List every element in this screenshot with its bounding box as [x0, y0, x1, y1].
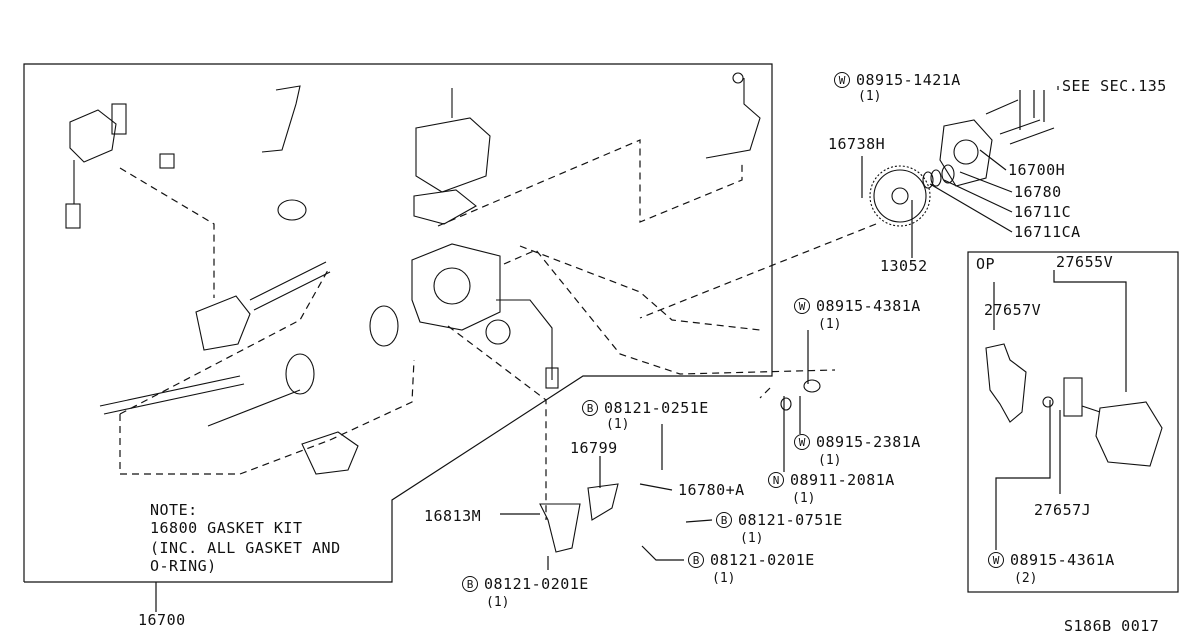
part-number-16700h: 16700H: [1008, 161, 1066, 179]
part-number-08915-2381a: 08915-2381A: [816, 433, 921, 451]
qty-08121-0201e-left: (1): [486, 595, 510, 610]
part-number-27657j: 27657J: [1034, 501, 1092, 519]
qty-08915-4361a: (2): [1014, 571, 1038, 586]
part-number-08121-0751e: 08121-0751E: [738, 511, 843, 529]
option-label: OP: [976, 255, 996, 273]
part-number-08121-0201e-left: 08121-0201E: [484, 575, 589, 593]
callout-badge-w-1421a: W: [834, 72, 850, 88]
qty-08915-2381a: (1): [818, 453, 842, 468]
qty-08915-4381a: (1): [818, 317, 842, 332]
see-section-reference: SEE SEC.135: [1062, 77, 1167, 95]
part-number-08121-0201e-right: 08121-0201E: [710, 551, 815, 569]
part-number-16738h: 16738H: [828, 135, 886, 153]
part-number-16780a: 16780+A: [678, 481, 745, 499]
part-number-16700: 16700: [138, 611, 186, 629]
part-number-13052: 13052: [880, 257, 928, 275]
part-shapes: [65, 72, 1163, 553]
diagram-reference-code: S186B 0017: [1064, 617, 1160, 635]
part-number-08121-0251e: 08121-0251E: [604, 399, 709, 417]
part-number-16799: 16799: [570, 439, 618, 457]
qty-08121-0251e: (1): [606, 417, 630, 432]
option-frame: [967, 251, 1179, 593]
note-line-1: 16800 GASKET KIT: [150, 519, 303, 537]
callout-badge-b-0201e-right: B: [688, 552, 704, 568]
assembly-frame: [23, 63, 773, 583]
qty-08915-1421a: (1): [858, 89, 882, 104]
qty-08911-2081a: (1): [792, 491, 816, 506]
note-heading: NOTE:: [150, 501, 198, 519]
callout-badge-w-4381a: W: [794, 298, 810, 314]
qty-08121-0751e: (1): [740, 531, 764, 546]
callout-badge-b-0201e-left: B: [462, 576, 478, 592]
note-line-2: (INC. ALL GASKET AND: [150, 539, 341, 557]
callout-badge-w-4361a: W: [988, 552, 1004, 568]
note-line-3: O-RING): [150, 557, 217, 575]
part-number-16780: 16780: [1014, 183, 1062, 201]
part-number-08915-4381a: 08915-4381A: [816, 297, 921, 315]
part-number-16711ca: 16711CA: [1014, 223, 1081, 241]
part-number-16711c: 16711C: [1014, 203, 1072, 221]
part-number-08915-1421a: 08915-1421A: [856, 71, 961, 89]
solid-leaders: [155, 86, 1127, 612]
part-number-08911-2081a: 08911-2081A: [790, 471, 895, 489]
part-number-27657v: 27657V: [984, 301, 1042, 319]
callout-badge-b-0251e: B: [582, 400, 598, 416]
part-number-16813m: 16813M: [424, 507, 482, 525]
callout-badge-w-2381a: W: [794, 434, 810, 450]
part-number-27655v: 27655V: [1056, 253, 1114, 271]
callout-badge-b-0751e: B: [716, 512, 732, 528]
dashed-leaders: [119, 139, 877, 520]
part-number-08915-4361a: 08915-4361A: [1010, 551, 1115, 569]
qty-08121-0201e-right: (1): [712, 571, 736, 586]
callout-badge-n-2081a: N: [768, 472, 784, 488]
